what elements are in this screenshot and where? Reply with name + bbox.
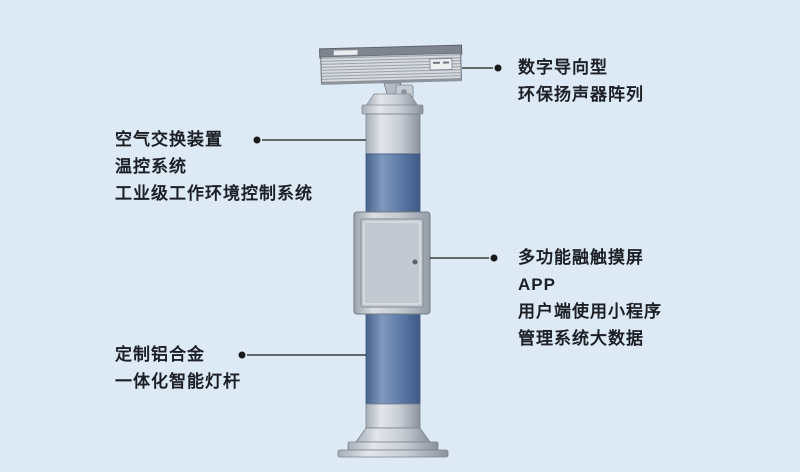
pole-blue-band-upper [365,153,421,215]
annotation-text: 多功能融触摸屏 [518,248,644,267]
pole-top-collar [361,104,424,115]
sensor-lens [401,89,407,95]
annotation-dot-speaker [494,64,502,72]
annotation-dots [238,64,502,359]
speaker-bottom-edge [321,78,462,85]
pole-annotation: 定制铝合金 一体化智能灯杆 [115,341,241,395]
speaker-panel-mark [442,61,449,64]
annotation-text: 管理系统大数据 [518,329,644,348]
speaker-array [319,44,463,85]
base-plate [337,449,449,458]
pole-base [337,427,449,458]
speaker-panel-mark [432,61,440,64]
annotation-text: 定制铝合金 [115,345,205,364]
touchscreen-annotation: 多功能融触摸屏 APP 用户端使用小程序 管理系统大数据 [518,244,662,352]
annotation-text: 温控系统 [115,157,187,176]
cabinet-door-inner-frame [363,221,421,305]
pole-lower-gray-section [365,403,421,429]
annotation-text: 空气交换装置 [115,130,223,149]
annotation-text: 环保扬声器阵列 [518,85,644,104]
cabinet-door [360,218,424,308]
base-step [347,441,439,451]
annotation-text: 数字导向型 [518,58,608,77]
annotation-text: 工业级工作环境控制系统 [115,184,313,203]
base-flare [355,427,431,443]
annotation-text: APP [518,275,556,294]
cabinet-lock [412,259,418,265]
annotation-dot-pole [238,351,246,359]
pole-blue-band-lower [365,311,421,405]
speaker-annotation: 数字导向型 环保扬声器阵列 [518,54,644,108]
mounting-bracket [361,82,424,115]
speaker-side-panel [429,57,453,71]
leader-lines [247,67,493,356]
bracket-pedestal [365,93,419,107]
annotation-text: 一体化智能灯杆 [115,372,241,391]
annotation-dot-climate [253,136,261,144]
annotation-dot-touchscreen [490,254,498,262]
equipment-cabinet [353,211,431,315]
climate-annotation: 空气交换装置 温控系统 工业级工作环境控制系统 [115,126,313,207]
pole-upper-gray-section [365,113,421,155]
annotation-text: 用户端使用小程序 [518,302,662,321]
speaker-logo [333,49,358,56]
